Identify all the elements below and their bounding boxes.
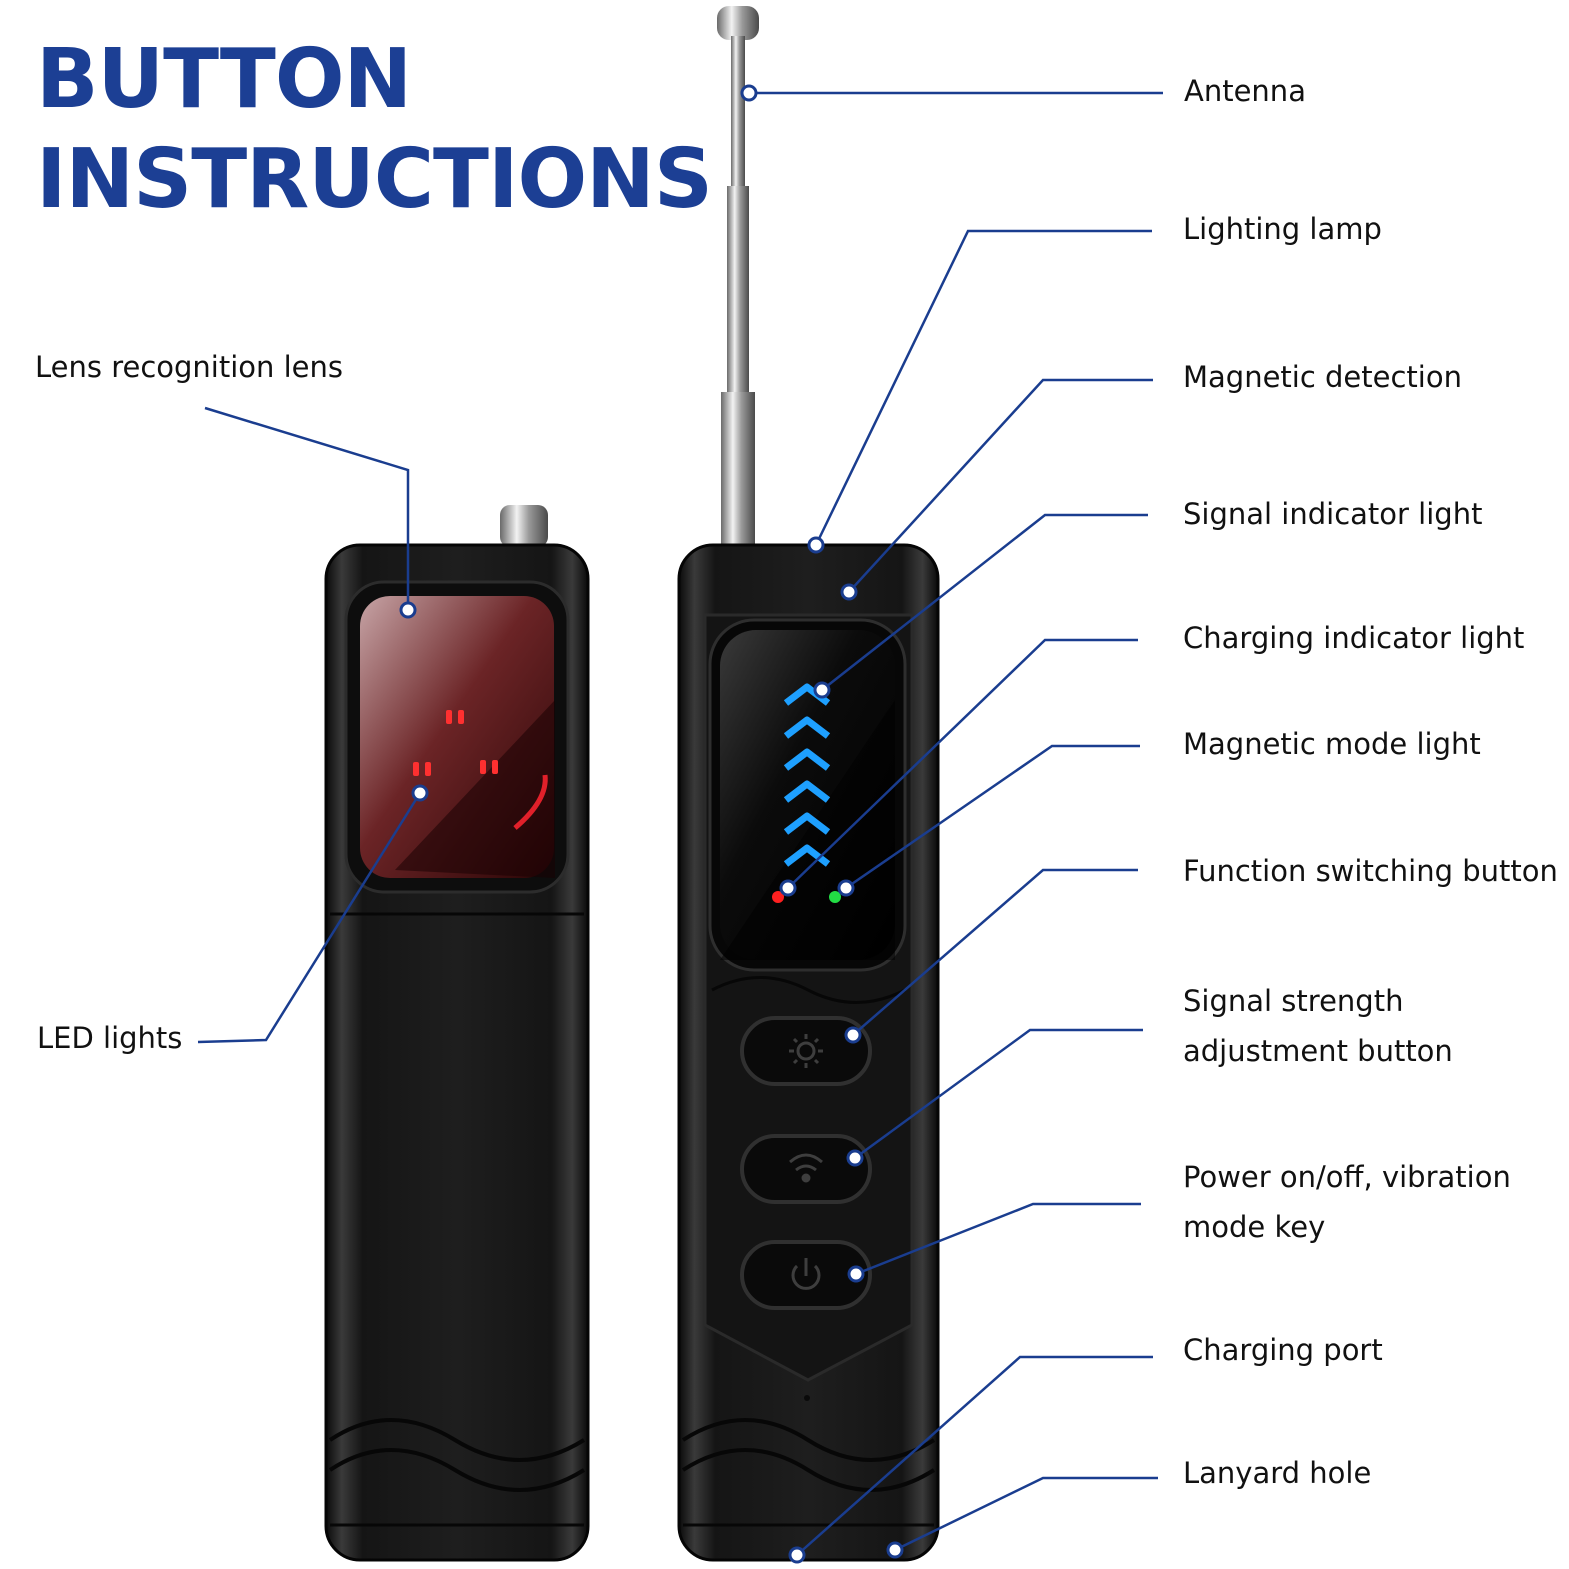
label-antenna: Antenna bbox=[1184, 74, 1306, 108]
label-signal-indicator-light: Signal indicator light bbox=[1183, 497, 1483, 531]
right-device bbox=[677, 6, 940, 1562]
label-power-vibration-mode-key: Power on/off, vibration mode key bbox=[1183, 1152, 1511, 1252]
label-magnetic-detection: Magnetic detection bbox=[1183, 360, 1462, 394]
sun-icon bbox=[789, 1034, 823, 1068]
wifi-icon bbox=[789, 1153, 823, 1183]
power-vibration-mode-key[interactable] bbox=[740, 1240, 872, 1310]
title-line-2: INSTRUCTIONS bbox=[36, 132, 713, 227]
antenna-cap-left bbox=[500, 505, 548, 547]
magnetic-mode-light bbox=[829, 891, 841, 903]
power-icon bbox=[791, 1258, 821, 1290]
label-signal-strength-line-2: adjustment button bbox=[1183, 1034, 1453, 1068]
left-device bbox=[324, 505, 590, 1562]
label-power-line-1: Power on/off, vibration bbox=[1183, 1160, 1511, 1194]
antenna bbox=[717, 6, 759, 550]
label-lighting-lamp: Lighting lamp bbox=[1183, 212, 1382, 246]
charging-indicator-light bbox=[772, 891, 784, 903]
label-function-switching-button: Function switching button bbox=[1183, 854, 1558, 888]
label-charging-indicator-light: Charging indicator light bbox=[1183, 621, 1525, 655]
page-title: BUTTON INSTRUCTIONS bbox=[36, 30, 713, 230]
led-lights bbox=[413, 710, 498, 776]
label-signal-strength-line-1: Signal strength bbox=[1183, 984, 1404, 1018]
label-charging-port: Charging port bbox=[1183, 1333, 1383, 1367]
label-power-line-2: mode key bbox=[1183, 1210, 1326, 1244]
callout-dots bbox=[399, 84, 904, 1564]
title-line-1: BUTTON bbox=[36, 32, 412, 127]
callout-lines bbox=[197, 91, 1163, 1556]
label-led-lights: LED lights bbox=[37, 1021, 183, 1055]
label-magnetic-mode-light: Magnetic mode light bbox=[1183, 727, 1481, 761]
signal-strength-adjustment-button[interactable] bbox=[740, 1134, 872, 1204]
label-lens-recognition-lens: Lens recognition lens bbox=[35, 350, 344, 384]
label-lanyard-hole: Lanyard hole bbox=[1183, 1456, 1372, 1490]
charging-port bbox=[804, 1395, 810, 1401]
signal-indicator-lights bbox=[783, 683, 831, 867]
function-switching-button[interactable] bbox=[740, 1016, 872, 1086]
label-signal-strength-adjustment-button: Signal strength adjustment button bbox=[1183, 976, 1453, 1076]
